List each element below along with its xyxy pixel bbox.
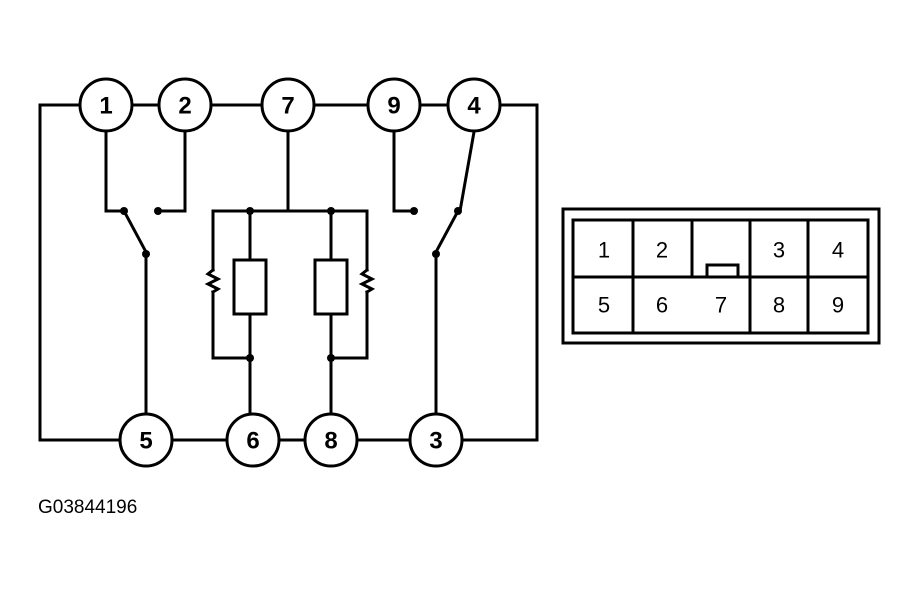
pin-9-label: 9 — [387, 93, 400, 120]
cavity-7-label: 7 — [715, 293, 727, 318]
left-bypass-resistor-zigzag — [204, 267, 222, 295]
wire-pin4-contact — [458, 130, 476, 213]
pin-6-label: 6 — [246, 428, 259, 455]
left-bypass-lower — [211, 290, 252, 360]
switch-contact-9 — [410, 207, 418, 215]
cavity-6-label: 6 — [656, 293, 668, 318]
pin-4: 4 — [446, 77, 502, 133]
pin-9: 9 — [366, 77, 422, 133]
pin-2-label: 2 — [178, 93, 191, 120]
wire-pin2-contact — [156, 130, 187, 213]
connector-face: 1 2 3 4 5 6 7 8 9 — [561, 207, 881, 345]
pin-5: 5 — [118, 412, 174, 468]
pin-8: 8 — [303, 412, 359, 468]
cavity-1-label: 1 — [598, 238, 610, 263]
cavity-2-label: 2 — [656, 238, 668, 263]
wire-pin1-contact — [104, 130, 126, 213]
right-bypass-resistor-zigzag — [358, 267, 376, 295]
pin-7: 7 — [260, 77, 316, 133]
pin-4-label: 4 — [467, 93, 481, 120]
pin-3: 3 — [408, 412, 464, 468]
right-resistor-element — [313, 258, 349, 316]
cavity-5-label: 5 — [598, 293, 610, 318]
outer-wiring — [38, 103, 539, 442]
connector-cavity-grid — [573, 220, 868, 333]
pin-7-label: 7 — [281, 93, 294, 120]
pin-1-label: 1 — [99, 93, 112, 120]
cavity-4-label: 4 — [832, 238, 844, 263]
left-switch — [104, 130, 187, 415]
left-resistor-element — [232, 258, 268, 316]
center-elements — [204, 130, 376, 415]
pin-1: 1 — [78, 77, 134, 133]
wire-pin9-contact — [392, 130, 416, 213]
right-switch — [392, 130, 476, 415]
cavity-9-label: 9 — [832, 293, 844, 318]
pin-2: 2 — [157, 77, 213, 133]
pin-3-label: 3 — [429, 428, 442, 455]
cavity-3-label: 3 — [773, 238, 785, 263]
switch-contact-2 — [154, 207, 162, 215]
switch-blade-left — [121, 208, 149, 255]
pin-5-label: 5 — [139, 428, 152, 455]
figure-id: G03844196 — [38, 497, 137, 518]
pin-6: 6 — [225, 412, 281, 468]
cavity-8-label: 8 — [773, 293, 785, 318]
right-bypass-lower — [329, 290, 369, 360]
pin-8-label: 8 — [324, 428, 337, 455]
right-loop-wire — [460, 103, 539, 442]
switch-blade-right — [433, 208, 461, 255]
connector-key-tab — [705, 263, 740, 279]
left-loop-wire — [38, 103, 122, 442]
